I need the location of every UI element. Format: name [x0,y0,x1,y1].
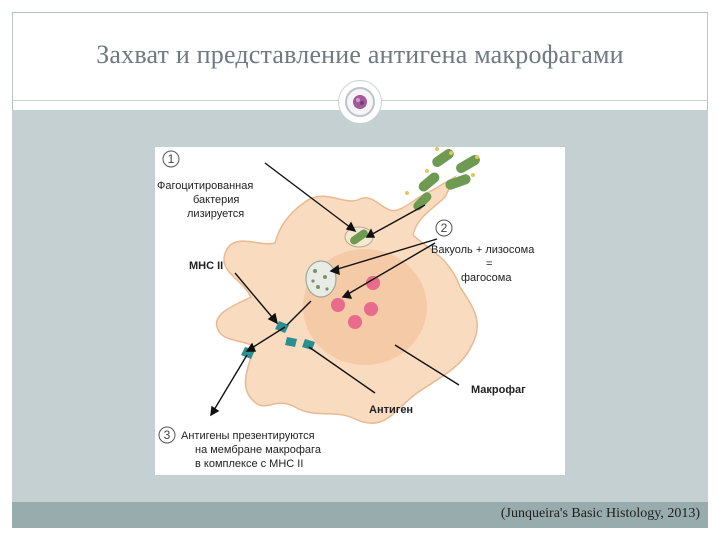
svg-text:бактерия: бактерия [193,194,239,206]
svg-text:Вакуоль + лизосома: Вакуоль + лизосома [431,244,535,256]
slide-title: Захват и представление антигена макрофаг… [12,40,708,70]
phagosome [306,261,336,297]
svg-text:Антигены презентируются: Антигены презентируются [181,430,315,442]
svg-text:в комплексе с МНС II: в комплексе с МНС II [195,458,303,470]
svg-text:Фагоцитированная: Фагоцитированная [157,180,253,192]
antigen-label: Антиген [369,404,413,416]
antigen-presentation-figure: 1 Фагоцитированная бактерия лизируется М… [155,147,565,475]
svg-text:2: 2 [441,221,448,235]
svg-text:=: = [486,258,492,270]
svg-text:3: 3 [164,428,171,442]
macrophage-label: Макрофаг [471,384,526,396]
citation-text: (Junqueira's Basic Histology, 2013) [501,506,700,522]
svg-text:лизируется: лизируется [187,208,244,220]
svg-text:1: 1 [168,152,175,166]
svg-text:фагосома: фагосома [461,272,512,284]
cell-emblem-icon [338,80,382,124]
svg-text:на мембране макрофага: на мембране макрофага [195,444,322,456]
mhc-ii-label: МНС II [189,260,223,272]
